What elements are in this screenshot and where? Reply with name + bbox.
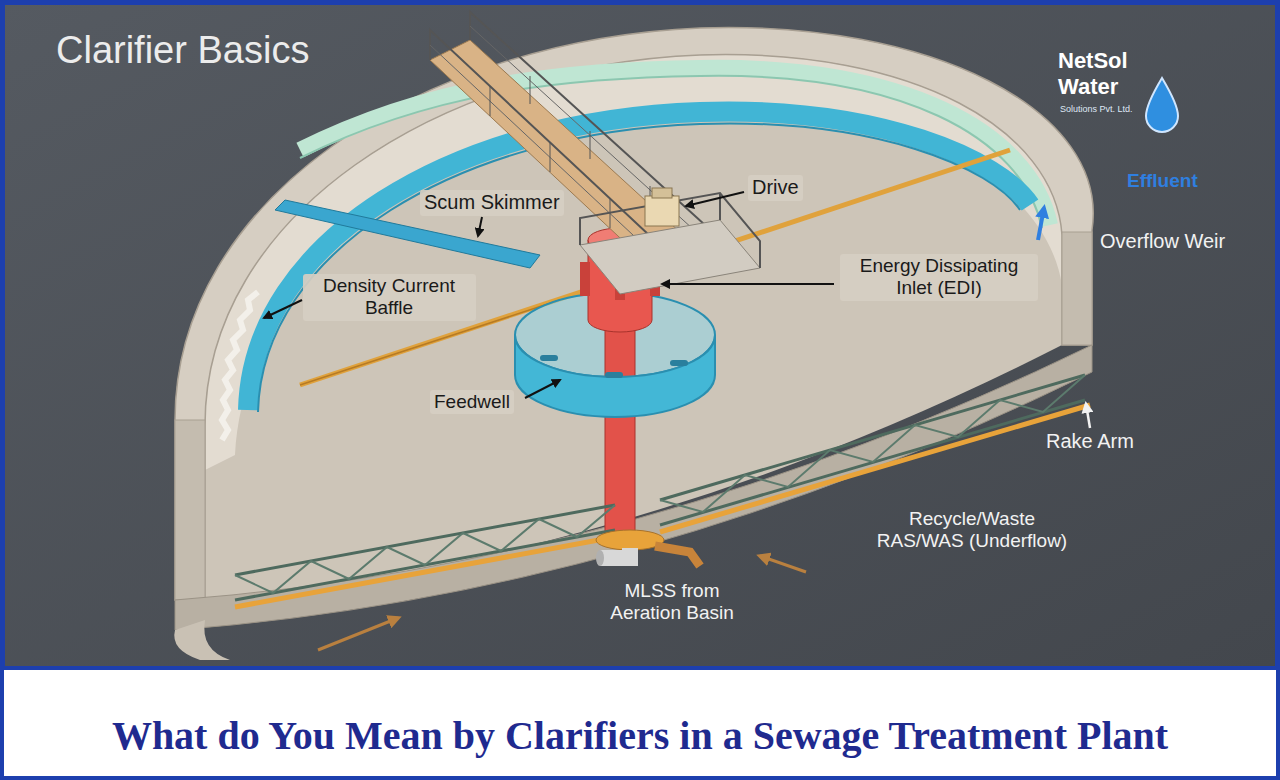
part-label: Rake Arm bbox=[1046, 430, 1134, 454]
flow-label: MLSS from Aeration Basin bbox=[592, 580, 752, 625]
logo-subtext: Solutions Pvt. Ltd. bbox=[1060, 104, 1133, 115]
flow-label: Effluent bbox=[1127, 170, 1198, 192]
part-label: Overflow Weir bbox=[1100, 230, 1225, 254]
diagram-caption: What do You Mean by Clarifiers in a Sewa… bbox=[112, 712, 1168, 759]
flow-label: Recycle/Waste RAS/WAS (Underflow) bbox=[870, 508, 1075, 553]
part-label: Scum Skimmer bbox=[420, 190, 564, 216]
part-label: Density Current Baffle bbox=[303, 274, 476, 321]
logo-text: NetSol Water bbox=[1058, 48, 1150, 100]
part-label: Feedwell bbox=[430, 390, 514, 414]
part-label: Energy Dissipating Inlet (EDI) bbox=[840, 254, 1038, 301]
part-label: Drive bbox=[748, 175, 803, 201]
diagram-title: Clarifier Basics bbox=[56, 28, 309, 73]
